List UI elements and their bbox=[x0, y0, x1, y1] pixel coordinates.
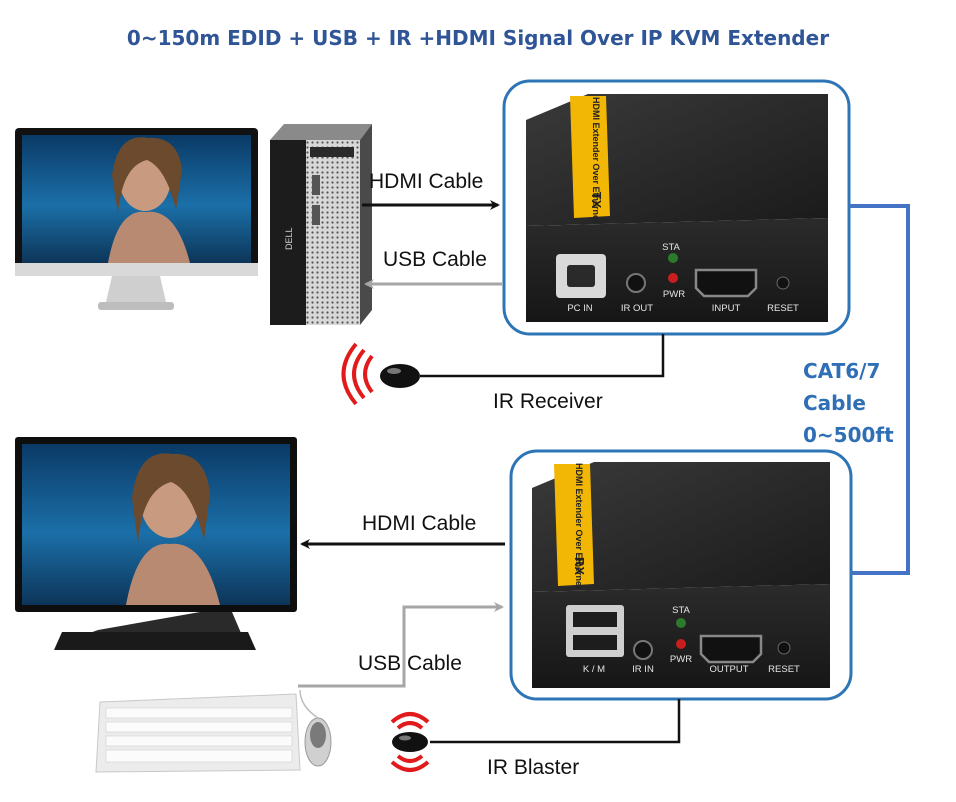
mouse bbox=[299, 689, 332, 767]
pc-brand-label: DELL bbox=[284, 227, 294, 250]
ir-receiver-cable bbox=[420, 334, 665, 378]
rx-sta-label: STA bbox=[672, 605, 690, 616]
hdmi-cable-top-label: HDMI Cable bbox=[369, 170, 484, 193]
usb-cable-bottom-label: USB Cable bbox=[358, 652, 462, 675]
tx-pwr-led bbox=[668, 273, 678, 283]
rx-ir-in-jack bbox=[633, 640, 653, 660]
rx-pwr-label: PWR bbox=[670, 654, 692, 665]
rx-km-label: K / M bbox=[583, 664, 605, 675]
tx-device-text: HDMI Extender Over Ethernet bbox=[591, 97, 601, 223]
tx-sta-led bbox=[668, 253, 678, 263]
rx-output-label: OUTPUT bbox=[709, 664, 748, 675]
rx-device: HDMI Extender Over Ethernet RX K / M IR … bbox=[532, 462, 830, 688]
tx-pwr-label: PWR bbox=[663, 289, 685, 300]
tx-reset-label: RESET bbox=[767, 303, 799, 314]
ir-receiver-icon bbox=[341, 342, 420, 406]
tx-ir-out-label: IR OUT bbox=[621, 303, 653, 314]
cat-cable-line bbox=[849, 204, 910, 575]
rx-reset-button bbox=[777, 641, 791, 655]
rx-badge-strip bbox=[554, 464, 594, 586]
rx-reset-label: RESET bbox=[768, 664, 800, 675]
ir-blaster-label: IR Blaster bbox=[487, 756, 580, 779]
cat-cable-label: CAT6/7 Cable 0~500ft bbox=[803, 355, 894, 451]
tx-reset-button bbox=[776, 276, 790, 290]
tx-pc-in-label: PC IN bbox=[567, 303, 592, 314]
usb-bottom-arrow bbox=[298, 602, 504, 688]
rx-sta-led bbox=[676, 618, 686, 628]
tx-input-label: INPUT bbox=[712, 303, 741, 314]
tx-hdmi-input-port bbox=[694, 268, 758, 298]
tx-device: HDMI Extender Over Ethernet TX PC IN IR … bbox=[526, 94, 828, 322]
tx-ir-out-jack bbox=[626, 273, 646, 293]
ir-blaster-icon bbox=[390, 712, 430, 772]
top-monitor bbox=[15, 128, 258, 310]
pc-tower: DELL bbox=[270, 124, 372, 325]
rx-device-text: HDMI Extender Over Ethernet bbox=[574, 463, 584, 589]
ir-blaster-cable bbox=[430, 699, 681, 744]
hdmi-cable-bottom-label: HDMI Cable bbox=[362, 512, 477, 535]
tx-sta-label: STA bbox=[662, 242, 680, 253]
keyboard bbox=[95, 693, 301, 773]
rx-badge: RX bbox=[572, 557, 587, 575]
bottom-monitor bbox=[15, 437, 297, 650]
usb-cable-top-label: USB Cable bbox=[383, 248, 487, 271]
ir-receiver-label: IR Receiver bbox=[493, 390, 603, 413]
cat-cable-line2: Cable bbox=[803, 391, 866, 415]
diagram-title: 0~150m EDID + USB + IR +HDMI Signal Over… bbox=[126, 26, 830, 50]
cat-cable-line3: 0~500ft bbox=[803, 423, 894, 447]
cat-cable-line1: CAT6/7 bbox=[803, 359, 881, 383]
tx-badge: TX bbox=[589, 192, 604, 209]
rx-ir-in-label: IR IN bbox=[632, 664, 654, 675]
rx-hdmi-output-port bbox=[699, 634, 763, 664]
tx-badge-strip bbox=[570, 96, 610, 218]
rx-pwr-led bbox=[676, 639, 686, 649]
